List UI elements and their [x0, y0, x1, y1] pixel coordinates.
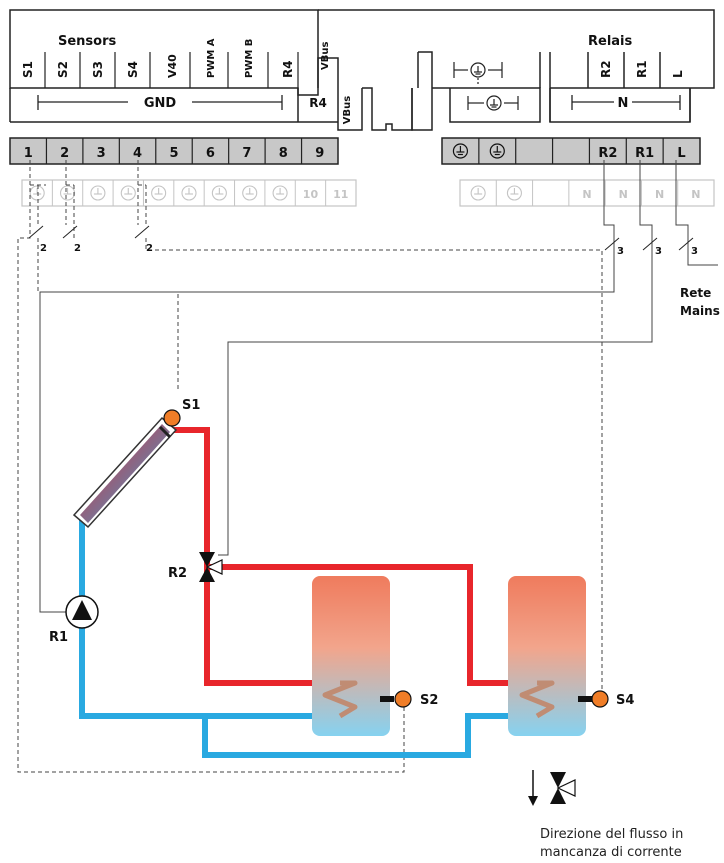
earth-icon	[453, 62, 503, 86]
sensor-header-label: V40	[166, 54, 179, 78]
r4-lower-label: R4	[309, 96, 327, 110]
sensor-s2	[380, 690, 412, 708]
s1-label: S1	[182, 398, 200, 413]
sensor-s1	[163, 409, 181, 427]
note-line-2: mancanza di corrente	[540, 845, 682, 860]
cold-pipes	[79, 520, 550, 758]
earth-terminal-icon	[90, 185, 106, 201]
mains-label-en: Mains	[680, 304, 720, 318]
relais-title: Relais	[588, 34, 633, 49]
n-bar	[571, 95, 681, 110]
flow-arrow-icon	[528, 770, 538, 806]
r2-label: R2	[168, 566, 187, 581]
earth-terminal-icon	[470, 185, 486, 201]
terminal-label: 7	[242, 146, 251, 161]
earth-terminal-icon	[211, 185, 227, 201]
wire-count-slash	[28, 225, 44, 239]
relay-header-label: R1	[635, 60, 649, 78]
sensor-header-label: PWM B	[244, 39, 255, 78]
earth-terminal-icon	[59, 185, 76, 201]
sensor-wiring	[17, 160, 603, 773]
earth-terminal-icon	[489, 143, 505, 159]
terminal-label: 9	[315, 146, 324, 161]
wire-count-marks: 2 2 2 3 3 3	[28, 225, 698, 257]
s2-label: S2	[420, 693, 438, 708]
wire-count-label: 2	[74, 243, 81, 254]
wire-count-slash	[604, 237, 620, 251]
sensor-header-label: VBus	[320, 42, 331, 70]
wire-count-label: 3	[691, 246, 698, 257]
earth-icon	[467, 95, 519, 111]
r1-label: R1	[49, 630, 68, 645]
terminal-label: 4	[133, 146, 142, 161]
sensor-header-label: PWM A	[206, 38, 217, 78]
solar-collector	[72, 416, 178, 529]
sensors-title: Sensors	[58, 34, 117, 49]
valve-icon	[199, 552, 223, 582]
terminal-label: 2	[60, 146, 69, 161]
sensor-header-label: S1	[21, 61, 35, 78]
ghost-terminal-label: N	[582, 188, 591, 201]
terminal-label: 5	[169, 146, 178, 161]
wire-count-slash	[678, 237, 694, 251]
wire-count-slash	[134, 225, 150, 239]
sensor-header-label: S4	[126, 61, 140, 78]
ghost-terminal-label: 11	[333, 188, 348, 201]
wire-count-label: 3	[617, 246, 624, 257]
left-terminal-strip: 1 2 3 4 5 6 7 8 9	[9, 137, 339, 165]
earth-terminal-icon	[181, 185, 197, 201]
ghost-terminal-label: N	[619, 188, 628, 201]
gnd-label: GND	[144, 96, 177, 111]
earth-terminal-icon	[120, 185, 136, 201]
s4-label: S4	[616, 693, 634, 708]
sensor-header-label: R4	[281, 60, 295, 78]
terminal-label: 8	[279, 146, 288, 161]
wire-count-label: 2	[40, 243, 47, 254]
wire-count-label: 3	[655, 246, 662, 257]
earth-terminal-icon	[506, 185, 522, 201]
controller-header	[9, 9, 715, 131]
note-line-1: Direzione del flusso in	[540, 827, 683, 842]
heat-exchanger-coil	[322, 680, 555, 719]
earth-terminal-icon	[242, 185, 258, 201]
ghost-terminal-label: N	[655, 188, 664, 201]
terminal-label: 3	[97, 146, 106, 161]
earth-terminal-icon	[29, 185, 45, 201]
earth-terminal-icon	[272, 185, 288, 201]
gnd-bar	[37, 95, 283, 110]
earth-terminal-icon	[151, 185, 167, 201]
sensor-s4	[578, 690, 609, 708]
terminal-label: 6	[206, 146, 215, 161]
wire-count-label: 2	[146, 243, 153, 254]
sensor-header-labels: S1 S2 S3 S4 V40 PWM A PWM B R4 VBus	[21, 38, 331, 78]
terminal-label: L	[677, 146, 685, 161]
ghost-terminal-row: 10 11 N N N N	[21, 179, 715, 207]
pump-icon	[65, 595, 99, 629]
relay-wiring	[39, 160, 718, 613]
valve-legend-icon	[550, 772, 576, 804]
earth-terminal-icon	[452, 143, 469, 159]
sensor-header-label: S2	[56, 61, 70, 78]
wire-count-slash	[62, 225, 78, 239]
relay-header-label: R2	[599, 60, 613, 78]
ghost-terminal-label: 10	[303, 188, 319, 201]
n-label: N	[618, 96, 629, 111]
vbus-lower-label: VBus	[342, 96, 353, 124]
mains-label-it: Rete	[680, 286, 711, 300]
ghost-terminal-label: N	[691, 188, 700, 201]
terminal-label: R1	[635, 146, 654, 161]
wire-count-slash	[642, 237, 658, 251]
terminal-label: 1	[24, 146, 33, 161]
right-terminal-strip: R2 R1 L	[441, 137, 701, 165]
relay-header-label: L	[671, 70, 685, 78]
terminal-label: R2	[598, 146, 617, 161]
sensor-header-label: S3	[91, 61, 105, 78]
